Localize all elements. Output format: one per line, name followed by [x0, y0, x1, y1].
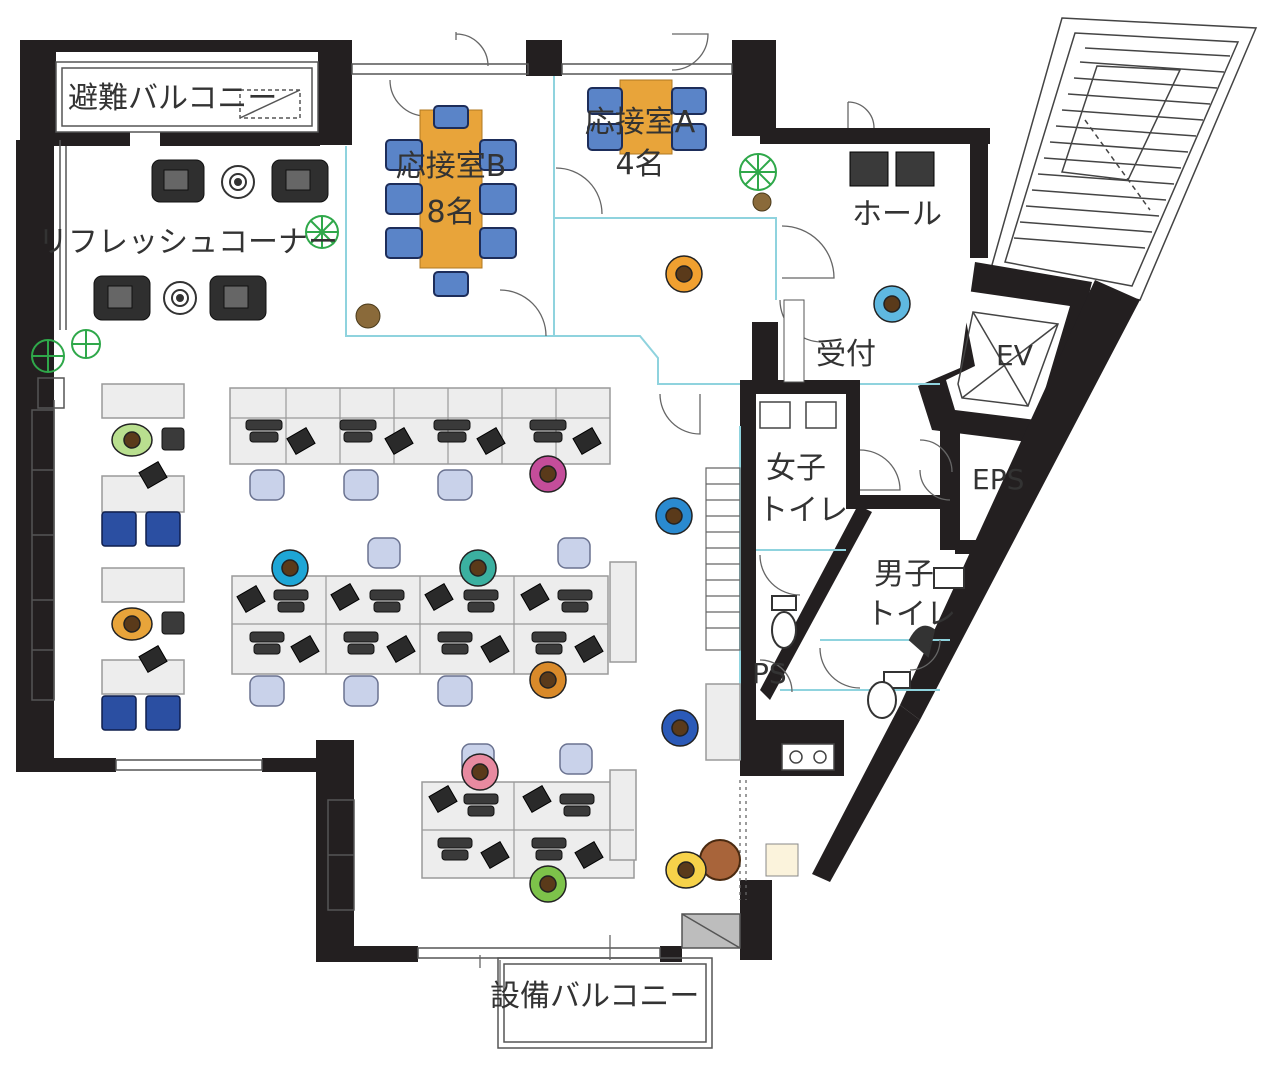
meeting-room-b-capacity: 8名 [426, 195, 476, 230]
eps-label: EPS [972, 463, 1025, 496]
stair-icon [989, 17, 1258, 301]
womens-toilet-label-1: 女子 [766, 451, 826, 486]
locker-icon [849, 151, 935, 187]
meeting-room-b-label: 応接室B [395, 149, 507, 184]
equipment-balcony-label: 設備バルコニー [490, 979, 700, 1014]
meeting-room-a-label: 応接室A [584, 105, 696, 140]
elevator-label: EV [996, 339, 1033, 372]
meeting-room-a-set [587, 79, 707, 155]
person-icon [111, 255, 911, 903]
reception-label: 受付 [816, 337, 876, 372]
windows [31, 61, 741, 1049]
lounge-chair-icon [93, 159, 329, 321]
ps-label: PS [752, 657, 787, 690]
meeting-room-b-set [385, 105, 517, 297]
reception-counter [783, 299, 805, 383]
blue-chair-icon [101, 511, 181, 731]
laptop-icon [138, 427, 604, 869]
mens-toilet-label-2: トイレ [866, 597, 956, 632]
hall-label: ホール [852, 197, 942, 232]
meeting-room-a-capacity: 4名 [615, 147, 665, 182]
womens-toilet-label-2: トイレ [758, 493, 848, 528]
toilet-icon [771, 567, 965, 719]
sink-icon [759, 401, 837, 771]
mens-toilet-label-1: 男子 [874, 557, 934, 592]
elevator-icon [957, 311, 1060, 407]
plant-icon [31, 153, 777, 373]
evac-balcony-label: 避難バルコニー [68, 81, 278, 116]
inner-stair-icon [705, 467, 741, 651]
chair-icon [161, 419, 595, 861]
visitor-chair-icon [249, 469, 593, 775]
round-table-icon [163, 165, 255, 315]
refresh-corner-label: リフレッシュコーナー [38, 225, 338, 260]
outer-walls [16, 40, 1140, 962]
